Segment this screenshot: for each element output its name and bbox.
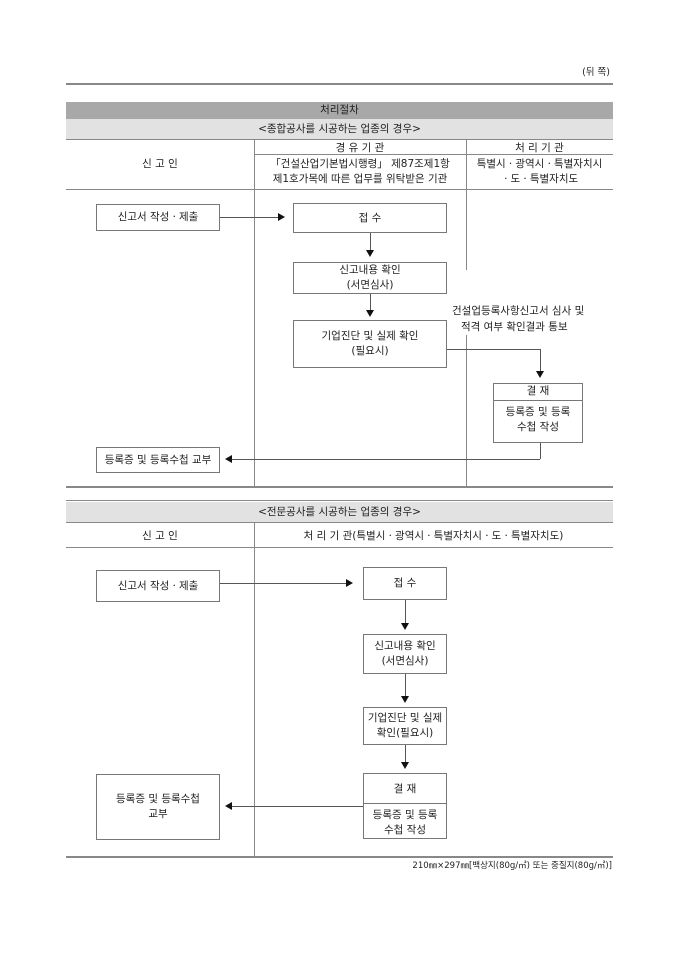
section2-top-rule bbox=[66, 500, 613, 501]
approve-label-2a: 등록증 및 등록 bbox=[372, 809, 438, 821]
approve-label-1: 등록증 및 등록 bbox=[505, 406, 571, 418]
diagnose-label-2b: 확인(필요시) bbox=[376, 727, 434, 739]
section1-title: <종합공사를 시공하는 업종의 경우> bbox=[258, 123, 421, 135]
arrow-left-icon bbox=[225, 802, 232, 810]
arrow-right-icon bbox=[346, 579, 353, 587]
connector bbox=[220, 217, 278, 218]
diagnose-label-1: 기업진단 및 실제 확인 bbox=[321, 330, 419, 342]
col-via-desc-1: 「건설산업기본법시행령」 제87조제1항 bbox=[270, 158, 450, 170]
divider bbox=[66, 547, 613, 548]
bottom-rule bbox=[66, 856, 613, 858]
col-divider bbox=[254, 522, 255, 857]
connector bbox=[232, 806, 363, 807]
approve-head-2: 결 재 bbox=[364, 782, 446, 804]
col-divider bbox=[466, 335, 467, 486]
approve-label-2b: 수첩 작성 bbox=[384, 824, 426, 836]
submit-box-2: 신고서 작성ㆍ제출 bbox=[96, 570, 220, 602]
divider bbox=[66, 522, 613, 523]
notice-text-1: 건설업등록사항신고서 심사 및 bbox=[452, 305, 585, 317]
submit-box: 신고서 작성ㆍ제출 bbox=[96, 204, 220, 231]
connector bbox=[370, 233, 371, 250]
col-proc-desc-1: 특별시ㆍ광역시ㆍ특별자치시 bbox=[476, 158, 603, 170]
col-applicant-2: 신 고 인 bbox=[142, 530, 178, 542]
col-proc-2: 처 리 기 관(특별시ㆍ광역시ㆍ특별자치시ㆍ도ㆍ특별자치도) bbox=[303, 530, 564, 542]
arrow-right-icon bbox=[278, 213, 285, 221]
section1-title-bar bbox=[66, 119, 613, 139]
arrow-down-icon bbox=[366, 310, 374, 317]
col-divider bbox=[254, 139, 255, 486]
page-side-label: (뒤 쪽) bbox=[582, 67, 610, 78]
diagnose-label-2: (필요시) bbox=[351, 345, 389, 357]
deliver-label-2a: 등록증 및 등록수첩 bbox=[116, 793, 200, 805]
col-applicant: 신 고 인 bbox=[142, 158, 178, 170]
section2-title-bar bbox=[66, 502, 613, 522]
receive-label: 접 수 bbox=[358, 211, 382, 224]
submit-label: 신고서 작성ㆍ제출 bbox=[117, 211, 199, 223]
connector bbox=[405, 745, 406, 762]
divider bbox=[254, 154, 613, 155]
arrow-down-icon bbox=[536, 371, 544, 378]
deliver-box: 등록증 및 등록수첩 교부 bbox=[96, 447, 220, 473]
receive-box: 접 수 bbox=[293, 203, 447, 233]
receive-box-2: 접 수 bbox=[363, 567, 447, 600]
header-title: 처리절차 bbox=[320, 104, 359, 116]
footer-paper-spec: 210㎜×297㎜[백상지(80g/㎡) 또는 중질지(80g/㎡)] bbox=[412, 861, 612, 871]
confirm-label-2b: (서면심사) bbox=[381, 655, 429, 667]
notice-text-2: 적격 여부 확인결과 통보 bbox=[461, 321, 568, 333]
arrow-down-icon bbox=[401, 623, 409, 630]
arrow-down-icon bbox=[401, 696, 409, 703]
deliver-label: 등록증 및 등록수첩 교부 bbox=[104, 453, 212, 466]
connector bbox=[540, 443, 541, 459]
connector bbox=[447, 349, 540, 350]
connector bbox=[405, 600, 406, 623]
col-proc-desc-2: ㆍ도ㆍ특별자치도 bbox=[500, 173, 579, 185]
approve-head: 결 재 bbox=[494, 384, 582, 401]
diagnose-box-2: 기업진단 및 실제 확인(필요시) bbox=[363, 707, 447, 745]
confirm-label-1: 신고내용 확인 bbox=[339, 264, 401, 276]
receive-label-2: 접 수 bbox=[393, 577, 417, 589]
approve-box: 결 재 등록증 및 등록 수첩 작성 bbox=[493, 383, 583, 443]
connector bbox=[405, 674, 406, 696]
col-via: 경 유 기 관 bbox=[335, 142, 385, 154]
submit-label-2: 신고서 작성ㆍ제출 bbox=[117, 579, 199, 592]
section2-title: <전문공사를 시공하는 업종의 경우> bbox=[258, 506, 421, 518]
col-proc: 처 리 기 관 bbox=[515, 142, 564, 154]
top-rule bbox=[66, 83, 613, 85]
diagnose-box: 기업진단 및 실제 확인 (필요시) bbox=[293, 320, 447, 368]
arrow-down-icon bbox=[366, 250, 374, 257]
connector bbox=[370, 294, 371, 310]
confirm-label-2: (서면심사) bbox=[346, 279, 394, 291]
divider bbox=[66, 189, 613, 190]
confirm-box-2: 신고내용 확인 (서면심사) bbox=[363, 634, 447, 674]
confirm-label-2a: 신고내용 확인 bbox=[374, 640, 436, 652]
approve-label-2: 수첩 작성 bbox=[517, 421, 559, 433]
connector bbox=[540, 349, 541, 371]
section1-bottom-rule bbox=[66, 486, 613, 488]
connector bbox=[232, 459, 540, 460]
arrow-down-icon bbox=[401, 762, 409, 769]
header-bar bbox=[66, 102, 613, 119]
col-via-desc-2: 제1호가목에 따른 업무를 위탁받은 기관 bbox=[272, 173, 448, 185]
diagnose-label-2a: 기업진단 및 실제 bbox=[367, 712, 443, 724]
deliver-box-2: 등록증 및 등록수첩 교부 bbox=[96, 774, 220, 840]
divider bbox=[66, 139, 613, 140]
connector bbox=[220, 583, 346, 584]
confirm-box: 신고내용 확인 (서면심사) bbox=[293, 262, 447, 294]
arrow-left-icon bbox=[225, 455, 232, 463]
approve-box-2: 결 재 등록증 및 등록 수첩 작성 bbox=[363, 773, 447, 839]
col-divider bbox=[466, 139, 467, 270]
deliver-label-2b: 교부 bbox=[148, 808, 168, 820]
